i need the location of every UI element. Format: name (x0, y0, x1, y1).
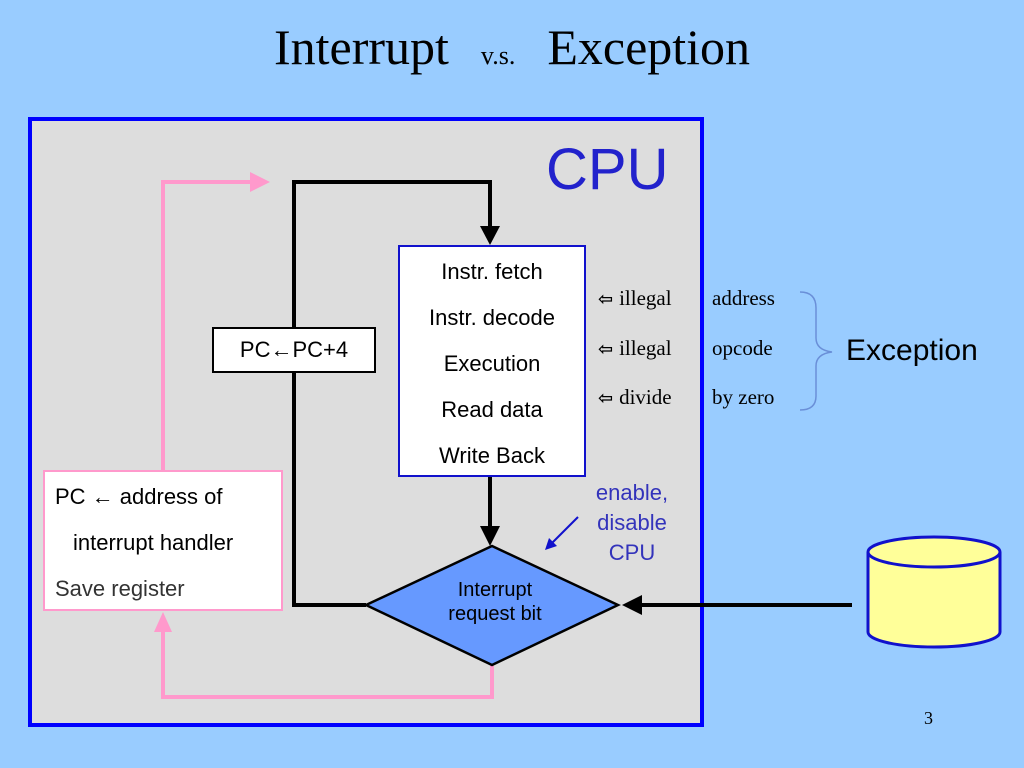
pink-return-line (161, 630, 494, 699)
disk-cylinder-icon (866, 535, 1002, 649)
exception-word-opcode: opcode (712, 336, 773, 360)
irq-line-1: Interrupt (457, 579, 533, 601)
enable-disable-note: enable, disable CPU (584, 478, 680, 568)
interrupt-handler-box: PC ← address of interrupt handler Save r… (43, 470, 283, 611)
fetch-arrowhead (480, 226, 500, 245)
cpu-label: CPU (546, 137, 669, 202)
stage-decode: Instr. decode (429, 305, 555, 330)
exception-word-by-zero: by zero (712, 385, 775, 409)
enable-arrow-line (551, 516, 579, 544)
enable-line-3: CPU (608, 540, 656, 565)
page-number: 3 (924, 708, 933, 728)
pink-top-line (161, 180, 252, 470)
pc-increment-box: PC←PC+4 (212, 327, 376, 373)
handler-line-1: PC ← address of (55, 484, 223, 509)
stage-read-data: Read data (441, 397, 543, 422)
irq-line-2: request bit (448, 603, 542, 625)
exception-illegal-opcode: ⇦illegal (598, 336, 672, 360)
title-vs: v.s. (480, 41, 516, 70)
pipeline-to-irq-arrowhead (480, 526, 500, 546)
stage-fetch: Instr. fetch (441, 259, 543, 284)
device-to-irq-arrowhead (622, 595, 642, 615)
slide-title: Interrupt v.s. Exception (0, 18, 1024, 76)
stage-write-back: Write Back (439, 443, 545, 468)
interrupt-request-label: Interrupt request bit (420, 578, 570, 626)
stage-execution: Execution (443, 351, 541, 376)
loop-line (292, 180, 492, 607)
pink-right-arrowhead (250, 172, 270, 192)
exception-divide-by-zero: ⇦divide (598, 385, 672, 409)
exception-word-address: address (712, 286, 775, 310)
enable-arrowhead (545, 538, 557, 550)
cpu-container (28, 117, 704, 727)
exception-label: Exception (846, 334, 978, 367)
handler-line-3: Save register (55, 576, 185, 601)
title-interrupt: Interrupt (273, 19, 449, 75)
enable-line-1: enable, (595, 480, 669, 505)
exception-illegal-address: ⇦illegal (598, 286, 672, 310)
left-arrow-icon: ⇦ (598, 289, 614, 310)
title-exception: Exception (547, 19, 751, 75)
left-arrow-icon: ⇦ (598, 339, 614, 360)
handler-line-2: interrupt handler (73, 530, 234, 555)
interrupt-diamond (363, 544, 621, 667)
enable-line-2: disable (597, 510, 667, 535)
pipeline-box: Instr. fetch Instr. decode Execution Rea… (398, 245, 586, 477)
exception-brace (799, 291, 833, 411)
pink-up-arrowhead (154, 612, 172, 632)
left-arrow-icon: ⇦ (598, 388, 614, 409)
